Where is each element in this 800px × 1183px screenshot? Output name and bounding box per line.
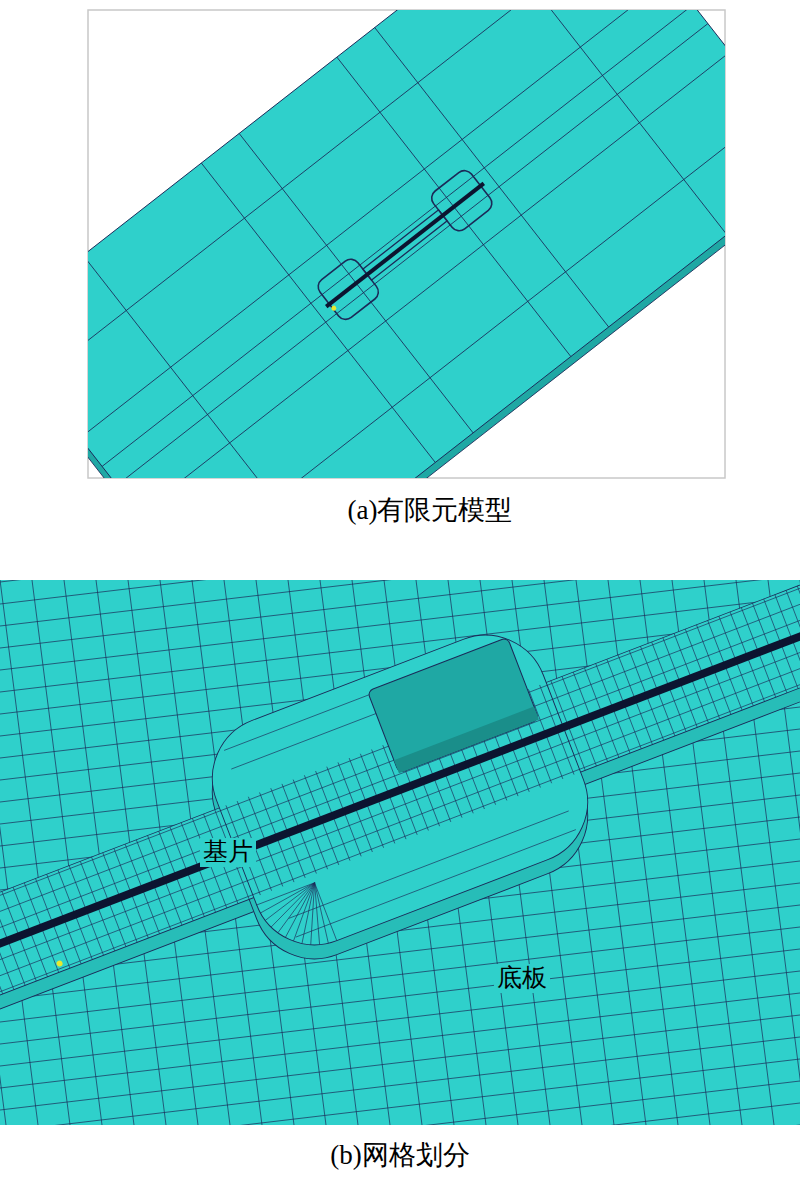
substrate-strip	[0, 580, 800, 1035]
base-mesh-line	[32, 580, 102, 1125]
mesh-detail	[0, 580, 800, 1125]
mesh-line	[0, 580, 800, 977]
mesh-line	[117, 24, 708, 478]
constraint-mark	[330, 305, 337, 312]
base-mesh-line	[0, 1103, 800, 1125]
substrate-mesh	[0, 580, 800, 1101]
mesh-line	[493, 10, 725, 235]
mesh-line	[375, 28, 609, 327]
mesh-line	[0, 617, 800, 1018]
substrate-strip	[0, 580, 800, 1049]
mesh-line	[298, 883, 336, 945]
mesh-line	[262, 883, 324, 927]
mesh-line	[291, 883, 335, 945]
mesh-line	[257, 883, 315, 905]
subfigure-caption: (b)网格划分	[330, 1140, 469, 1171]
mesh-line	[271, 883, 329, 938]
base-mesh-line	[192, 580, 262, 1125]
substrate-top	[0, 580, 800, 1101]
base-mesh-line	[0, 580, 38, 1125]
base-mesh-line	[0, 1081, 800, 1125]
base-mesh-line	[0, 1037, 800, 1125]
mesh-line	[283, 883, 333, 944]
base-mesh-line	[0, 580, 800, 582]
mesh-line	[201, 163, 435, 462]
mesh-line	[797, 586, 800, 676]
base-mesh-line	[0, 580, 70, 1125]
base-mesh-line	[0, 1015, 800, 1110]
plate	[88, 10, 725, 478]
specimen-slot	[325, 182, 485, 308]
mesh-line	[183, 109, 725, 478]
mesh-line	[296, 830, 576, 938]
mesh-line	[0, 631, 800, 1032]
base-mesh-line	[0, 1059, 800, 1125]
slot	[0, 586, 800, 995]
plate-top	[88, 10, 725, 478]
part-label: 底板	[494, 964, 550, 993]
mesh-line	[315, 883, 337, 941]
mesh-line	[289, 811, 569, 919]
base-mesh-line	[0, 580, 800, 626]
subfigure-caption: (a)有限元模型	[348, 495, 513, 526]
mesh-line	[0, 580, 800, 963]
substrate-side	[0, 580, 800, 1115]
mesh-line	[0, 603, 800, 1004]
part-label: 基片	[200, 838, 256, 867]
mesh-line	[0, 904, 3, 994]
mesh-line	[88, 255, 317, 478]
fem-model	[88, 10, 725, 478]
base-mesh-line	[0, 993, 800, 1088]
tab-window	[367, 637, 539, 773]
constraint-mark	[56, 960, 64, 968]
mesh-line	[306, 883, 336, 943]
mesh-line	[139, 52, 725, 478]
